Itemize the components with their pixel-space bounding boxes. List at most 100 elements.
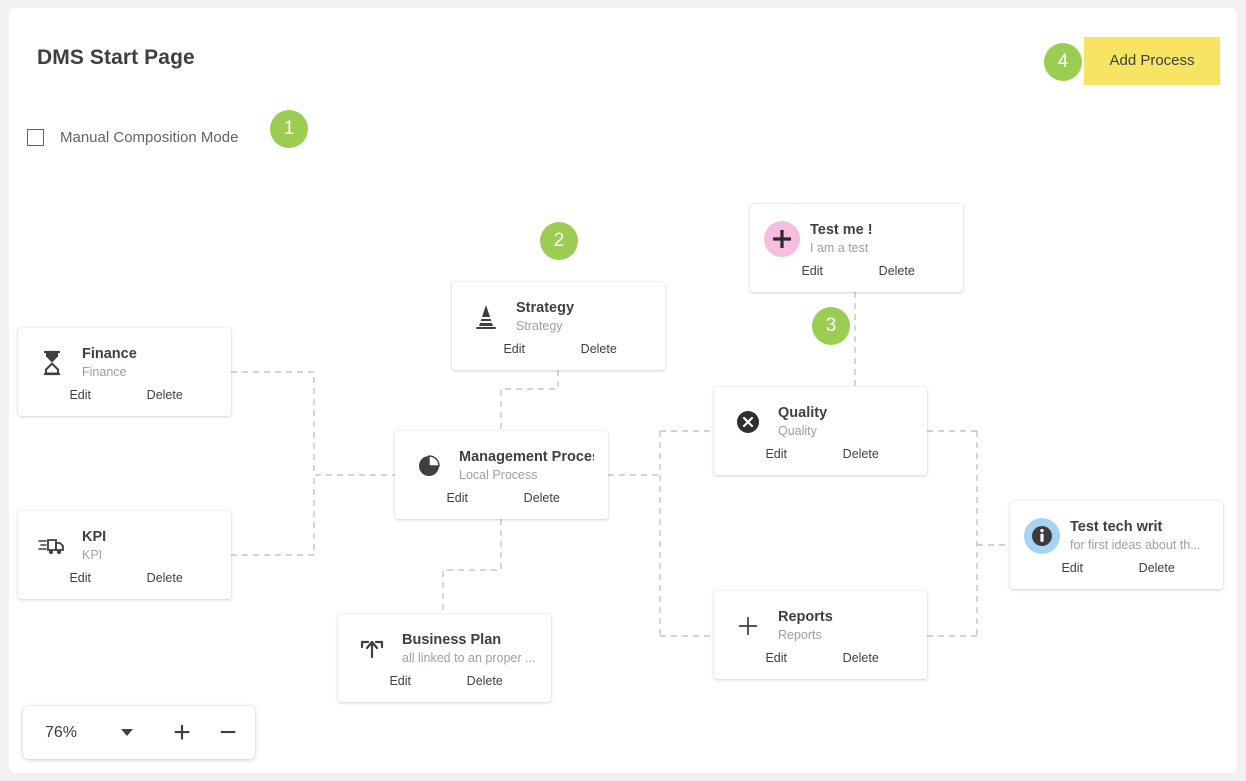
pie-chart-icon [409,454,449,478]
edit-link[interactable]: Edit [801,264,824,278]
process-card-title: Management Proces... [459,449,594,465]
delete-link[interactable]: Delete [523,491,560,505]
zoom-out-button[interactable]: − [219,715,237,749]
process-card-body: Business Plan all linked to an proper ... [338,614,551,674]
process-card-subtitle: I am a test [810,241,869,255]
step-badge-1: 1 [270,110,308,148]
process-card-actions: Edit Delete [750,264,963,291]
edit-link[interactable]: Edit [1061,561,1084,575]
close-circle-icon [728,410,768,434]
edit-link[interactable]: Edit [765,651,788,665]
process-card-title: KPI [82,529,107,545]
step-badge-4: 4 [1044,43,1082,81]
edit-link[interactable]: Edit [69,388,92,402]
edit-link[interactable]: Edit [69,571,92,585]
process-card-text: Business Plan all linked to an proper ... [402,631,535,667]
delete-link[interactable]: Delete [878,264,915,278]
chevron-down-icon[interactable] [121,729,134,736]
process-card-body: KPI KPI [18,511,231,571]
process-card-text: Test me ! I am a test [810,221,873,257]
delete-link[interactable]: Delete [146,571,183,585]
process-card-title: Test me ! [810,222,873,238]
process-card-actions: Edit Delete [18,571,231,598]
upload-icon [352,637,392,661]
process-card-title: Reports [778,609,833,625]
zoom-in-button[interactable]: + [173,715,191,749]
delete-link[interactable]: Delete [580,342,617,356]
process-card-subtitle: KPI [82,548,103,562]
process-card-text: KPI KPI [82,528,106,564]
process-card-actions: Edit Delete [18,388,231,415]
process-card-body: Management Proces... Local Process [395,431,608,491]
process-card-actions: Edit Delete [714,447,927,474]
step-badge-2: 2 [540,222,578,260]
process-card-actions: Edit Delete [452,342,665,369]
add-process-button[interactable]: Add Process [1084,37,1220,85]
zoom-control[interactable]: 76% + − [23,706,255,759]
process-card-kpi[interactable]: KPI KPI Edit Delete [18,511,231,599]
manual-composition-mode-label: Manual Composition Mode [60,128,239,146]
process-card-actions: Edit Delete [714,651,927,678]
process-card-subtitle: for first ideas about th... [1070,538,1201,552]
truck-icon [32,535,72,557]
dms-start-page: DMS Start Page Add Process Manual Compos… [9,8,1237,773]
process-card-test-tech-writ[interactable]: Test tech writ for first ideas about th..… [1010,501,1223,589]
step-badge-3: 3 [812,307,850,345]
delete-link[interactable]: Delete [466,674,503,688]
process-card-actions: Edit Delete [395,491,608,518]
delete-link[interactable]: Delete [146,388,183,402]
manual-composition-mode-row: Manual Composition Mode [27,125,238,149]
plus-thin-icon [728,614,768,638]
process-card-actions: Edit Delete [1010,561,1223,588]
process-card-body: Test tech writ for first ideas about th..… [1010,501,1223,561]
traffic-cone-icon [466,304,506,330]
process-card-actions: Edit Delete [338,674,551,701]
hourglass-icon [32,350,72,376]
connector-finance-management [231,371,395,476]
edit-link[interactable]: Edit [503,342,526,356]
edit-link[interactable]: Edit [765,447,788,461]
process-card-subtitle: Finance [82,365,127,379]
process-card-title: Finance [82,346,137,362]
process-card-business-plan[interactable]: Business Plan all linked to an proper ...… [338,614,551,702]
process-card-title: Business Plan [402,632,502,648]
process-card-subtitle: Local Process [459,468,538,482]
process-card-text: Management Proces... Local Process [459,448,594,484]
process-card-text: Test tech writ for first ideas about th..… [1070,518,1201,554]
edit-link[interactable]: Edit [389,674,412,688]
process-card-subtitle: Quality [778,424,817,438]
process-card-title: Quality [778,405,828,421]
zoom-level-value: 76% [45,723,78,741]
process-card-title: Test tech writ [1070,519,1163,535]
delete-link[interactable]: Delete [842,447,879,461]
info-icon [1024,518,1060,554]
plus-icon [764,221,800,257]
process-card-subtitle: all linked to an proper ... [402,651,536,665]
process-card-subtitle: Strategy [516,319,563,333]
delete-link[interactable]: Delete [1138,561,1175,575]
process-card-subtitle: Reports [778,628,822,642]
edit-link[interactable]: Edit [446,491,469,505]
manual-composition-mode-checkbox[interactable] [27,128,44,146]
process-card-body: Test me ! I am a test [750,204,963,264]
connector-strategy-management [500,370,559,431]
page-title: DMS Start Page [37,46,195,69]
connector-lines [231,292,1010,637]
connector-management-businessplan [442,519,502,614]
delete-link[interactable]: Delete [842,651,879,665]
process-card-title: Strategy [516,300,575,316]
